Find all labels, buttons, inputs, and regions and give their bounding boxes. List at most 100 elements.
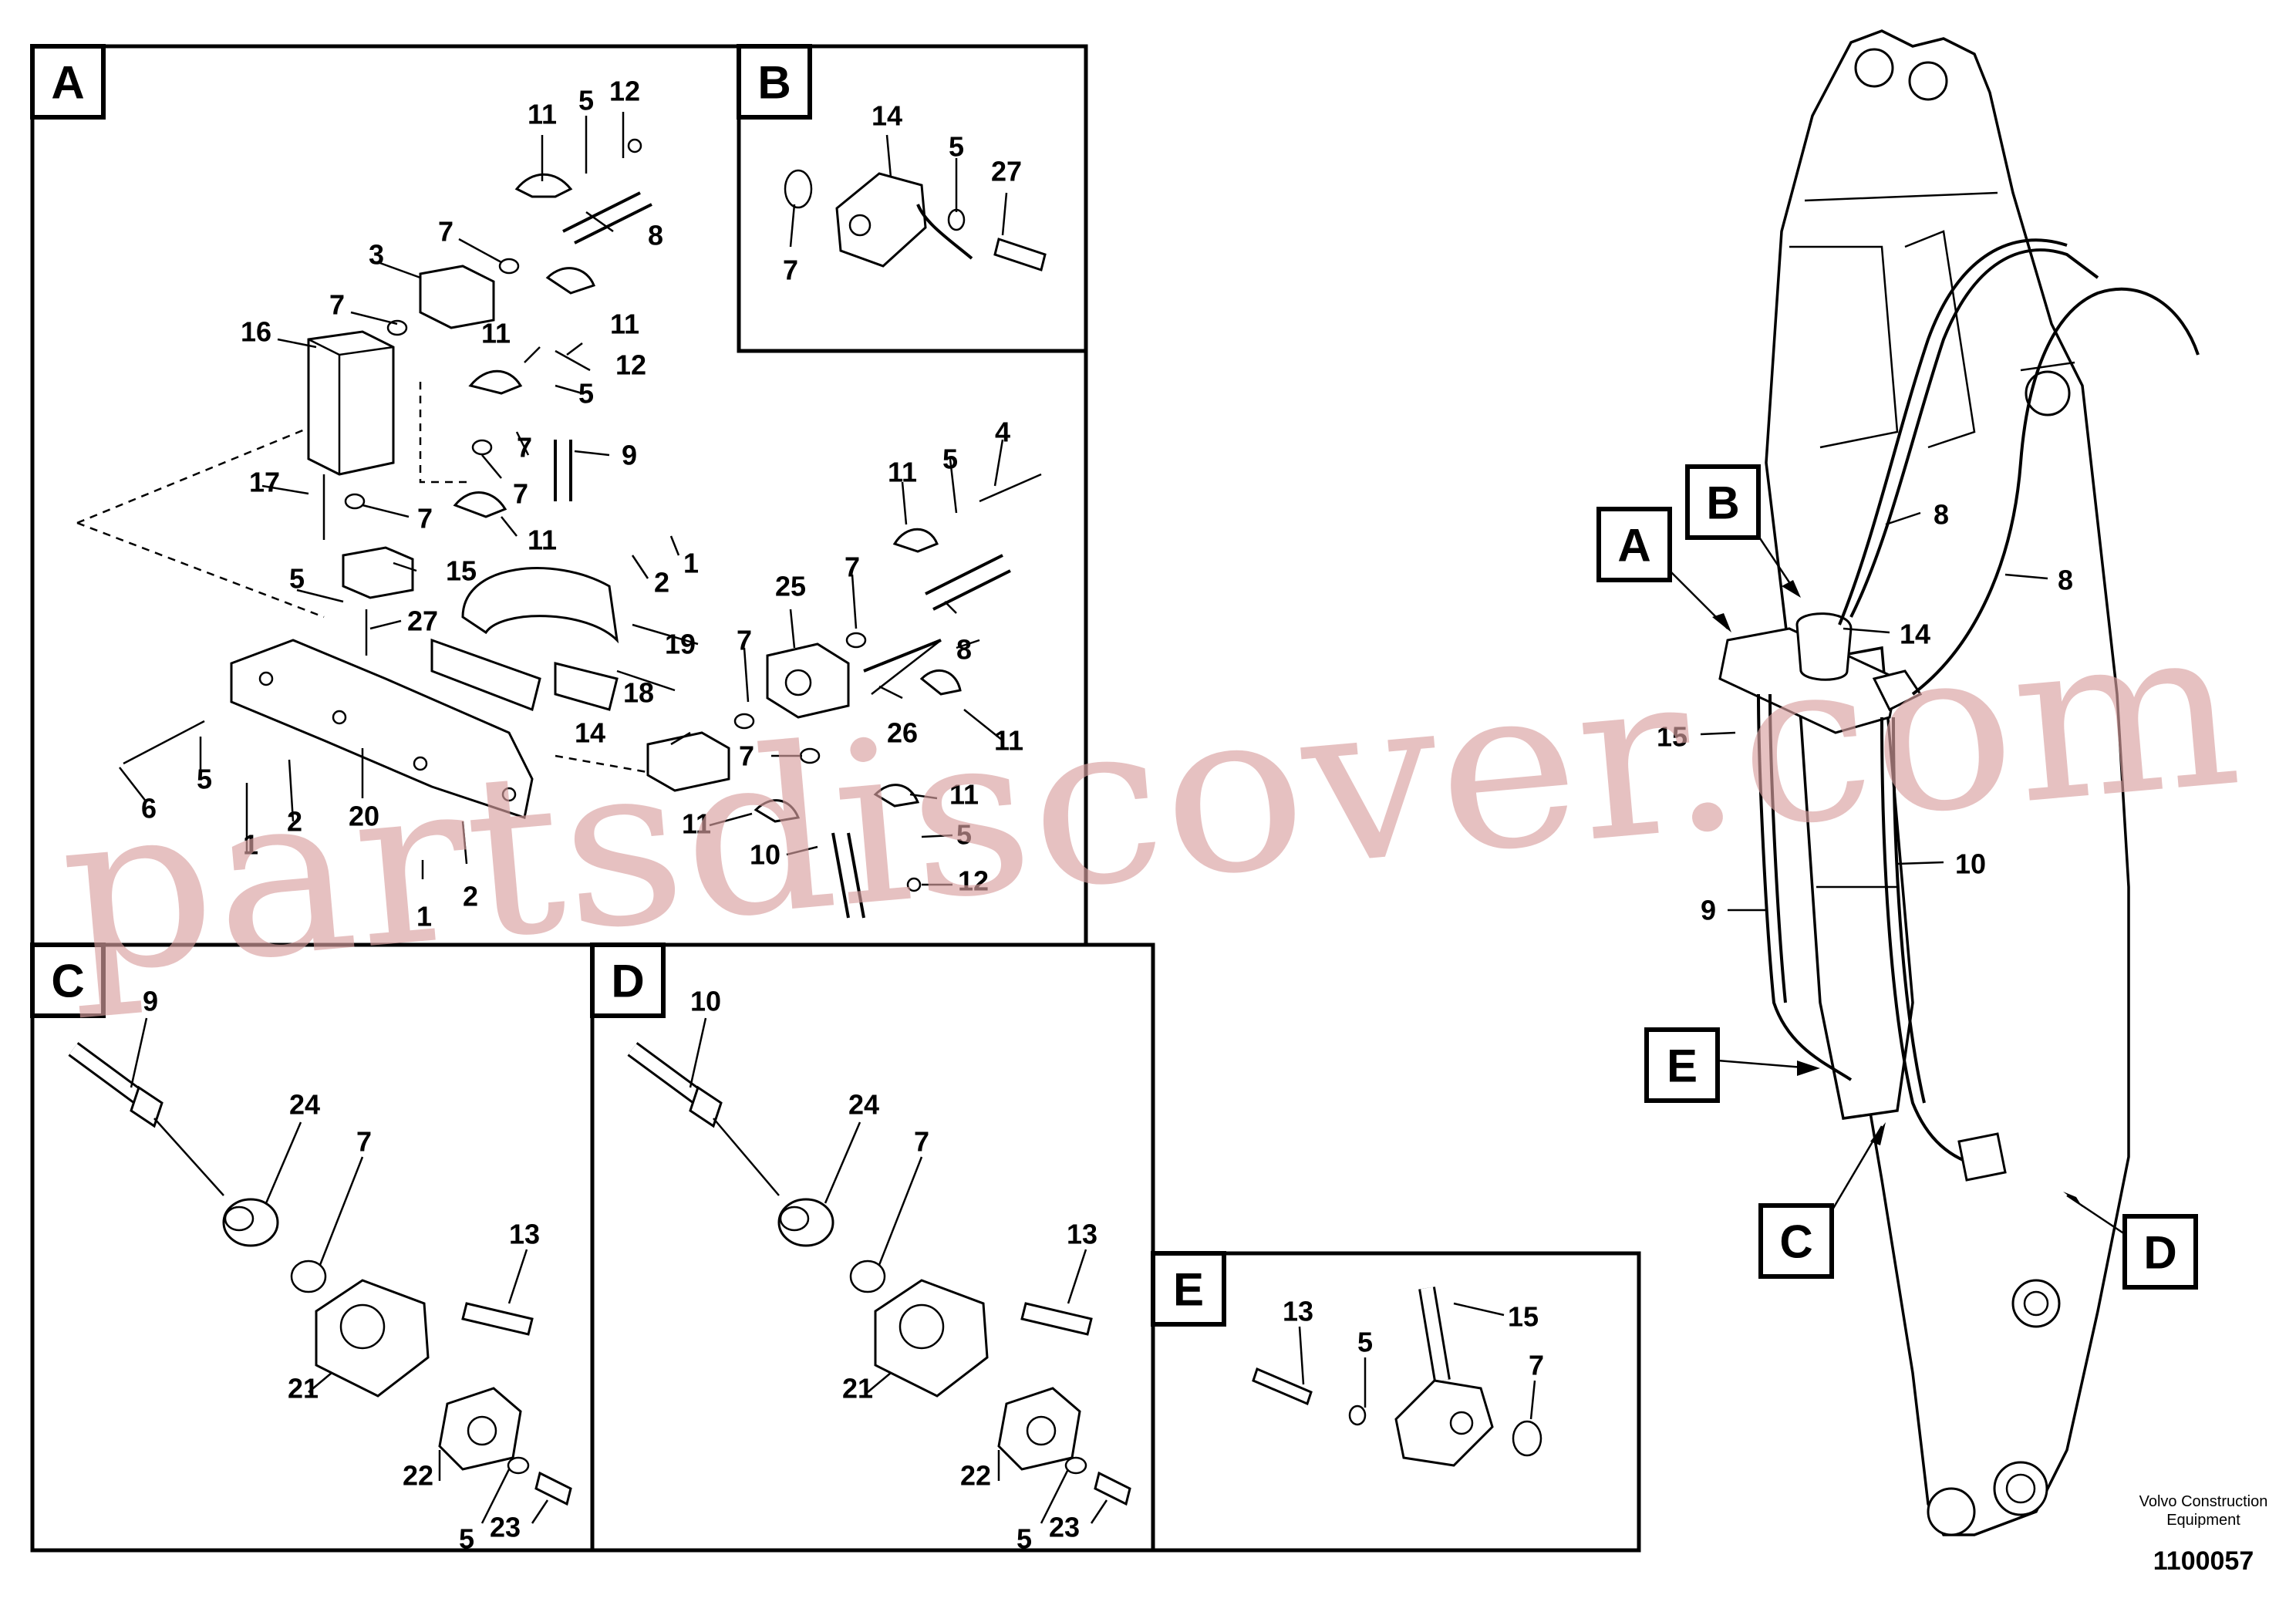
callout: 17 bbox=[249, 467, 280, 498]
panel-b-tag bbox=[737, 44, 812, 120]
overview-callout: 8 bbox=[2058, 565, 2073, 596]
overview-tag-b bbox=[1685, 464, 1761, 540]
callout: 14 bbox=[575, 717, 605, 749]
callout: 11 bbox=[888, 457, 917, 488]
overview-callout: 8 bbox=[1934, 499, 1949, 531]
callout: 8 bbox=[648, 220, 663, 251]
callout: 22 bbox=[403, 1460, 433, 1492]
callout: 22 bbox=[960, 1460, 991, 1492]
callout: 5 bbox=[942, 443, 958, 475]
callout: 5 bbox=[578, 378, 594, 410]
overview-tag-d-label: D bbox=[2143, 1227, 2176, 1279]
callout: 23 bbox=[490, 1512, 521, 1543]
callout: 7 bbox=[914, 1126, 929, 1158]
callout: 15 bbox=[446, 555, 477, 587]
callout: 1 bbox=[683, 548, 699, 579]
callout: 2 bbox=[654, 567, 669, 599]
panel-a-tag bbox=[30, 44, 106, 120]
callout: 10 bbox=[690, 986, 721, 1017]
overview-tag-a-label: A bbox=[1617, 520, 1650, 572]
overview-callout: 15 bbox=[1657, 721, 1687, 753]
callout: 21 bbox=[842, 1373, 873, 1404]
panel-c-tag bbox=[30, 943, 106, 1018]
callout: 12 bbox=[958, 865, 989, 897]
callout: 7 bbox=[1529, 1350, 1544, 1381]
callout: 9 bbox=[143, 986, 158, 1017]
callout: 7 bbox=[438, 216, 453, 248]
callout: 14 bbox=[872, 100, 902, 132]
overview-callout: 9 bbox=[1701, 895, 1716, 926]
callout: 6 bbox=[141, 793, 157, 824]
callout: 26 bbox=[887, 717, 918, 749]
callout: 20 bbox=[349, 801, 379, 832]
figure-number: 1100057 bbox=[2153, 1546, 2254, 1576]
panel-d-tag bbox=[590, 943, 666, 1018]
callout: 5 bbox=[289, 563, 305, 595]
overview-tag-c-label: C bbox=[1779, 1216, 1812, 1268]
panel-d: D 10 24 7 13 21 22 5 23 bbox=[590, 943, 1155, 1555]
manufacturer-line-1: Volvo Construction bbox=[2139, 1493, 2268, 1510]
callout: 13 bbox=[509, 1219, 540, 1250]
callout: 24 bbox=[848, 1089, 879, 1121]
manufacturer-line-2: Equipment bbox=[2166, 1512, 2240, 1529]
callout: 7 bbox=[329, 289, 345, 321]
callout: 1 bbox=[416, 901, 432, 932]
overview-tag-e bbox=[1644, 1027, 1720, 1103]
callout: 7 bbox=[417, 503, 433, 534]
callout: 2 bbox=[463, 881, 478, 912]
callout: 5 bbox=[578, 85, 594, 116]
overview-tag-a bbox=[1596, 507, 1672, 582]
panel-b: B 14 5 27 7 bbox=[737, 44, 1088, 353]
overview-callout: 14 bbox=[1900, 619, 1930, 650]
callout: 7 bbox=[845, 551, 860, 583]
panel-b-tag-label: B bbox=[757, 57, 791, 109]
overview-tag-e-label: E bbox=[1667, 1040, 1698, 1092]
callout: 11 bbox=[994, 725, 1023, 757]
callout: 7 bbox=[783, 255, 798, 286]
callout: 12 bbox=[609, 76, 640, 107]
panel-a-tag-label: A bbox=[51, 57, 84, 109]
callout: 8 bbox=[956, 634, 972, 666]
callout: 5 bbox=[1017, 1523, 1032, 1555]
callout: 19 bbox=[665, 629, 696, 660]
callout: 5 bbox=[197, 764, 212, 795]
callout: 9 bbox=[622, 440, 637, 471]
panel-e: E 13 5 15 7 bbox=[1151, 1251, 1641, 1553]
panel-e-tag-label: E bbox=[1173, 1264, 1204, 1316]
callout: 13 bbox=[1067, 1219, 1097, 1250]
callout: 25 bbox=[775, 571, 806, 602]
callout: 3 bbox=[369, 239, 384, 271]
callout: 11 bbox=[528, 99, 557, 130]
panel-c: C 9 24 7 13 21 22 5 23 bbox=[30, 943, 595, 1555]
callout: 24 bbox=[289, 1089, 320, 1121]
boom-overview: A B E C D 8 8 14 15 10 9 bbox=[1596, 29, 2200, 1536]
callout: 7 bbox=[356, 1126, 372, 1158]
callout: 15 bbox=[1508, 1301, 1539, 1333]
callout: 7 bbox=[517, 432, 532, 464]
callout: 4 bbox=[995, 416, 1010, 448]
callout: 5 bbox=[1357, 1327, 1373, 1358]
callout: 12 bbox=[615, 349, 646, 381]
callout: 21 bbox=[288, 1373, 319, 1404]
callout: 1 bbox=[243, 829, 258, 861]
overview-callout: 10 bbox=[1955, 848, 1986, 880]
overview-tag-c bbox=[1758, 1203, 1834, 1279]
callout: 7 bbox=[739, 740, 754, 772]
callout: 16 bbox=[241, 316, 271, 348]
callout: 5 bbox=[459, 1523, 474, 1555]
callout: 27 bbox=[991, 156, 1022, 187]
footer: Volvo Construction Equipment 1100057 bbox=[2139, 1493, 2268, 1576]
callout: 11 bbox=[610, 309, 639, 340]
callout: 11 bbox=[528, 524, 557, 556]
callout: 11 bbox=[481, 318, 511, 349]
overview-tag-b-label: B bbox=[1706, 477, 1739, 529]
overview-tag-d bbox=[2122, 1214, 2198, 1290]
callout: 13 bbox=[1283, 1296, 1313, 1327]
callout: 7 bbox=[737, 625, 752, 656]
callout: 11 bbox=[949, 779, 979, 811]
panel-e-tag bbox=[1151, 1251, 1226, 1327]
callout: 5 bbox=[949, 131, 964, 163]
callout: 18 bbox=[623, 677, 654, 709]
callout: 2 bbox=[287, 806, 302, 838]
